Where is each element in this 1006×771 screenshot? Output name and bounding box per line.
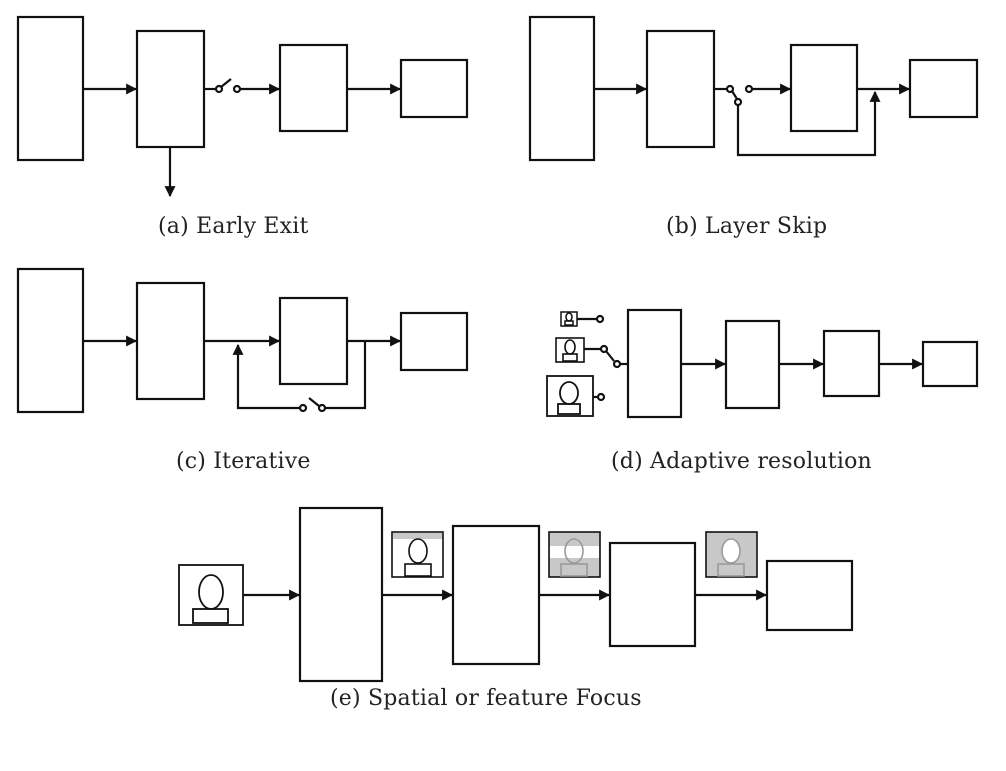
layer-block: [789, 43, 859, 133]
face-thumbnail-icon: [555, 337, 585, 363]
loop-path: [325, 341, 367, 410]
skip-path: [736, 90, 881, 157]
panel-early-exit: [16, 15, 469, 198]
switch-icon: [599, 344, 622, 369]
switch-icon: [298, 397, 327, 413]
focus-map-icon: [548, 531, 601, 578]
face-thumbnail-icon: [546, 375, 594, 417]
layer-block: [724, 319, 781, 410]
panel-iterative: [16, 267, 469, 414]
loop-path: [232, 343, 300, 410]
switch-icon: [725, 84, 754, 107]
switch-icon: [595, 314, 605, 324]
layer-block: [278, 43, 349, 133]
face-thumbnail-icon: [560, 311, 578, 327]
caption-iterative: (c) Iterative: [176, 449, 311, 474]
caption-early-exit: (a) Early Exit: [158, 214, 309, 239]
output-block: [399, 311, 469, 372]
layer-block: [451, 524, 541, 666]
panel-spatial-focus: [178, 506, 854, 683]
caption-spatial-feature-focus: (e) Spatial or feature Focus: [330, 686, 642, 711]
output-block: [921, 340, 979, 388]
switch-icon: [596, 392, 606, 402]
layer-block: [135, 281, 206, 401]
output-block: [908, 58, 979, 119]
panel-adaptive-resolution: [546, 308, 979, 419]
layer-block: [16, 15, 85, 162]
layer-block: [608, 541, 697, 648]
switch-icon: [214, 78, 242, 94]
layer-block: [822, 329, 881, 398]
layer-block: [645, 29, 716, 149]
layer-block: [16, 267, 85, 414]
layer-block: [298, 506, 384, 683]
output-block: [765, 559, 854, 632]
layer-block: [626, 308, 683, 419]
caption-layer-skip: (b) Layer Skip: [666, 214, 828, 239]
layer-block: [135, 29, 206, 149]
face-thumbnail-icon: [178, 564, 244, 626]
layer-block: [528, 15, 596, 162]
focus-map-icon: [391, 531, 444, 578]
layer-block: [278, 296, 349, 386]
output-block: [399, 58, 469, 119]
focus-map-icon: [705, 531, 758, 578]
caption-adaptive-resolution: (d) Adaptive resolution: [611, 449, 872, 474]
panel-layer-skip: [528, 15, 979, 162]
